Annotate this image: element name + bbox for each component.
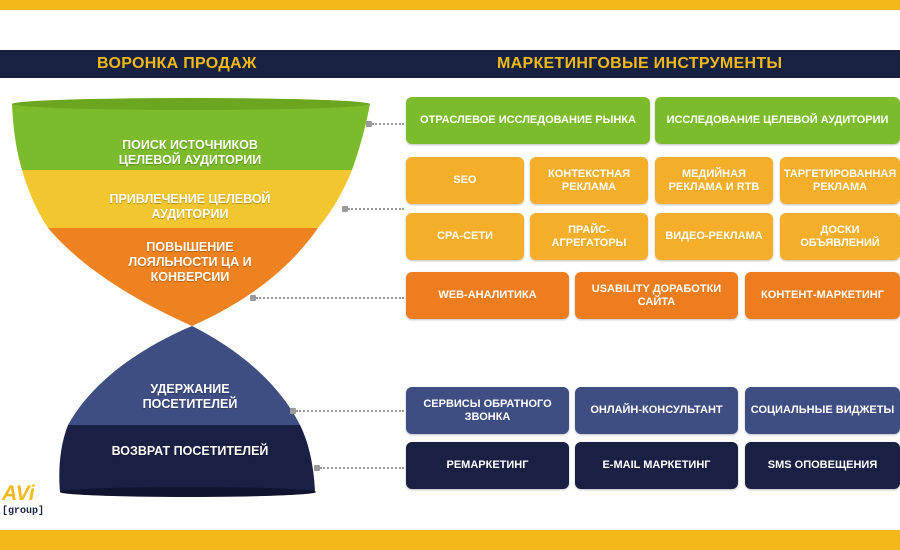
funnel-stage-1-label: ПОИСК ИСТОЧНИКОВ ЦЕЛЕВОЙ АУДИТОРИИ — [118, 138, 262, 167]
tool-remarketing: Ремаркетинг — [406, 442, 569, 489]
tool-seo: SEO — [406, 157, 524, 204]
tool-video-ads: Видео-реклама — [655, 213, 773, 260]
company-logo: AVi [group] — [2, 482, 48, 522]
connector-stage-5 — [320, 467, 404, 469]
tool-usability: Usability доработки сайта — [575, 272, 738, 319]
bottom-accent-bar — [0, 530, 900, 550]
funnel-stage-2-label: ПРИВЛЕЧЕНИЕ ЦЕЛЕВОЙ АУДИТОРИИ — [109, 192, 271, 221]
tool-boards: Доски объявлений — [780, 213, 900, 260]
top-accent-bar — [0, 0, 900, 16]
connector-dot — [366, 121, 372, 127]
tool-online-consultant: Онлайн-консультант — [575, 387, 738, 434]
tool-email-marketing: E-mail маркетинг — [575, 442, 738, 489]
funnel-stage-4-label: УДЕРЖАНИЕ ПОСЕТИТЕЛЕЙ — [142, 382, 238, 411]
tool-sms: SMS оповещения — [745, 442, 900, 489]
connector-dot — [290, 408, 296, 414]
connector-dot — [314, 465, 320, 471]
logo-subtext: [group] — [2, 506, 45, 517]
tool-web-analytics: Web-аналитика — [406, 272, 569, 319]
tool-callback-services: Сервисы обратного звонка — [406, 387, 569, 434]
funnel-title: ВОРОНКА ПРОДАЖ — [97, 55, 257, 72]
connector-stage-1 — [372, 123, 404, 125]
funnel-stage-3-shape — [48, 228, 318, 326]
funnel-stage-3-label: ПОВЫШЕНИЕ ЛОЯЛЬНОСТИ ЦА И КОНВЕРСИИ — [128, 240, 252, 284]
tool-cpa: CPA-сети — [406, 213, 524, 260]
connector-stage-3 — [256, 297, 404, 299]
connector-stage-4 — [296, 410, 404, 412]
tools-title: МАРКЕТИНГОВЫЕ ИНСТРУМЕНТЫ — [497, 55, 783, 72]
funnel-bottom-rim — [60, 487, 316, 497]
tool-context-ads: Контекстная реклама — [530, 157, 648, 204]
funnel-stage-5-shape — [59, 425, 315, 492]
tool-media-ads: Медийная реклама и RTB — [655, 157, 773, 204]
tool-content-marketing: Контент-маркетинг — [745, 272, 900, 319]
tool-audience-research: Исследование целевой аудитории — [655, 97, 900, 144]
header-bar: ВОРОНКА ПРОДАЖ МАРКЕТИНГОВЫЕ ИНСТРУМЕНТЫ — [0, 50, 900, 78]
connector-stage-2 — [348, 208, 404, 210]
connector-dot — [250, 295, 256, 301]
tool-industry-research: Отраслевое исследование рынка — [406, 97, 650, 144]
funnel-stage-4-shape — [68, 326, 300, 425]
funnel-top-rim — [12, 98, 370, 110]
tool-price-aggregators: Прайс-агрегаторы — [530, 213, 648, 260]
funnel-stage-1-shape — [12, 104, 370, 170]
connector-dot — [342, 206, 348, 212]
tool-targeted-ads: Таргетированная реклама — [780, 157, 900, 204]
tool-social-widgets: Социальные виджеты — [745, 387, 900, 434]
funnel-stage-2-shape — [22, 170, 352, 228]
logo-mark: AVi — [2, 482, 35, 505]
funnel-stage-5-label: ВОЗВРАТ ПОСЕТИТЕЛЕЙ — [111, 444, 269, 458]
